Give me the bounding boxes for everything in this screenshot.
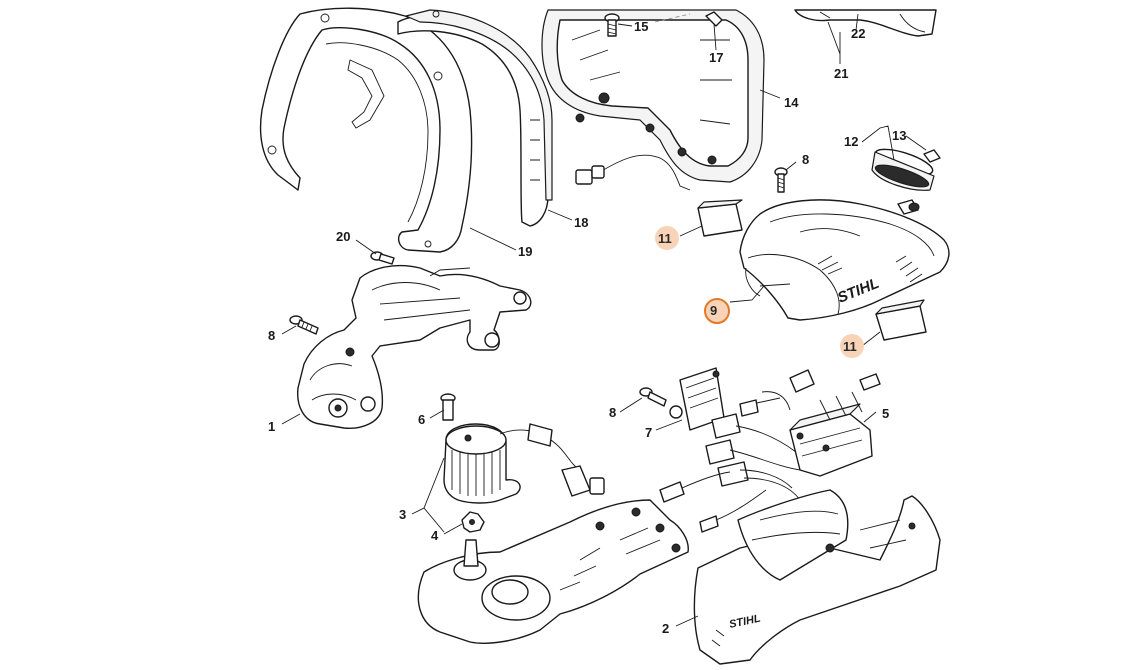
callout-4[interactable]: 4 <box>431 528 439 543</box>
part-8-screw-middle[interactable] <box>639 387 667 407</box>
callout-21[interactable]: 21 <box>834 66 848 81</box>
part-8-screw-left[interactable] <box>289 315 319 335</box>
callout-3[interactable]: 3 <box>399 507 406 522</box>
part-11-pad-upper[interactable] <box>697 199 743 237</box>
callout-18[interactable]: 18 <box>574 215 588 230</box>
part-21-22-top-right[interactable] <box>794 9 937 37</box>
part-19-front-handle[interactable] <box>259 7 473 253</box>
part-4-gear[interactable] <box>461 511 485 533</box>
part-14-handle-half[interactable] <box>541 9 765 191</box>
callout-15[interactable]: 15 <box>634 19 648 34</box>
part-5-electronics[interactable] <box>659 369 881 533</box>
callout-8-upper[interactable]: 8 <box>802 152 809 167</box>
callout-20[interactable]: 20 <box>336 229 350 244</box>
callout-5[interactable]: 5 <box>882 406 889 421</box>
leader-lines <box>281 13 927 627</box>
callout-17[interactable]: 17 <box>709 50 723 65</box>
badge-11-lower <box>840 334 864 358</box>
part-12-cap[interactable] <box>871 144 935 191</box>
part-18-handle-bar[interactable] <box>320 9 553 227</box>
part-17-clip[interactable] <box>705 11 723 27</box>
gearbox-chassis[interactable] <box>417 499 689 644</box>
part-1-housing[interactable] <box>297 264 532 429</box>
callout-9[interactable]: 9 <box>710 303 717 318</box>
callout-12[interactable]: 12 <box>844 134 858 149</box>
part-20-screw[interactable] <box>370 251 395 265</box>
part-11-pad-lower[interactable] <box>875 299 927 341</box>
callout-11-lower[interactable]: 11 <box>843 339 857 354</box>
part-2-lower-housing[interactable]: STIHL <box>693 489 941 665</box>
part-15-screw[interactable] <box>604 13 620 37</box>
callout-14[interactable]: 14 <box>784 95 799 110</box>
callout-8-left[interactable]: 8 <box>268 328 275 343</box>
part-13-screw[interactable] <box>897 149 941 215</box>
callout-19[interactable]: 19 <box>518 244 532 259</box>
callout-8-middle[interactable]: 8 <box>609 405 616 420</box>
callout-11-upper[interactable]: 11 <box>658 231 672 246</box>
callout-6[interactable]: 6 <box>418 412 425 427</box>
part-9-motor-cover[interactable]: STIHL <box>739 199 950 321</box>
callout-2[interactable]: 2 <box>662 621 669 636</box>
highlight-badges <box>655 226 864 358</box>
part-6-screw[interactable] <box>440 393 456 421</box>
callout-7[interactable]: 7 <box>645 425 652 440</box>
callout-labels: 1 2 3 4 5 6 7 8 8 8 9 11 11 12 13 14 15 … <box>268 19 906 636</box>
badge-11-upper <box>655 226 679 250</box>
part-3-motor[interactable] <box>443 423 605 504</box>
badge-9 <box>704 298 730 324</box>
callout-1[interactable]: 1 <box>268 419 275 434</box>
callout-22[interactable]: 22 <box>851 26 865 41</box>
callout-13[interactable]: 13 <box>892 128 906 143</box>
part-8-screw-upper[interactable] <box>774 167 788 193</box>
